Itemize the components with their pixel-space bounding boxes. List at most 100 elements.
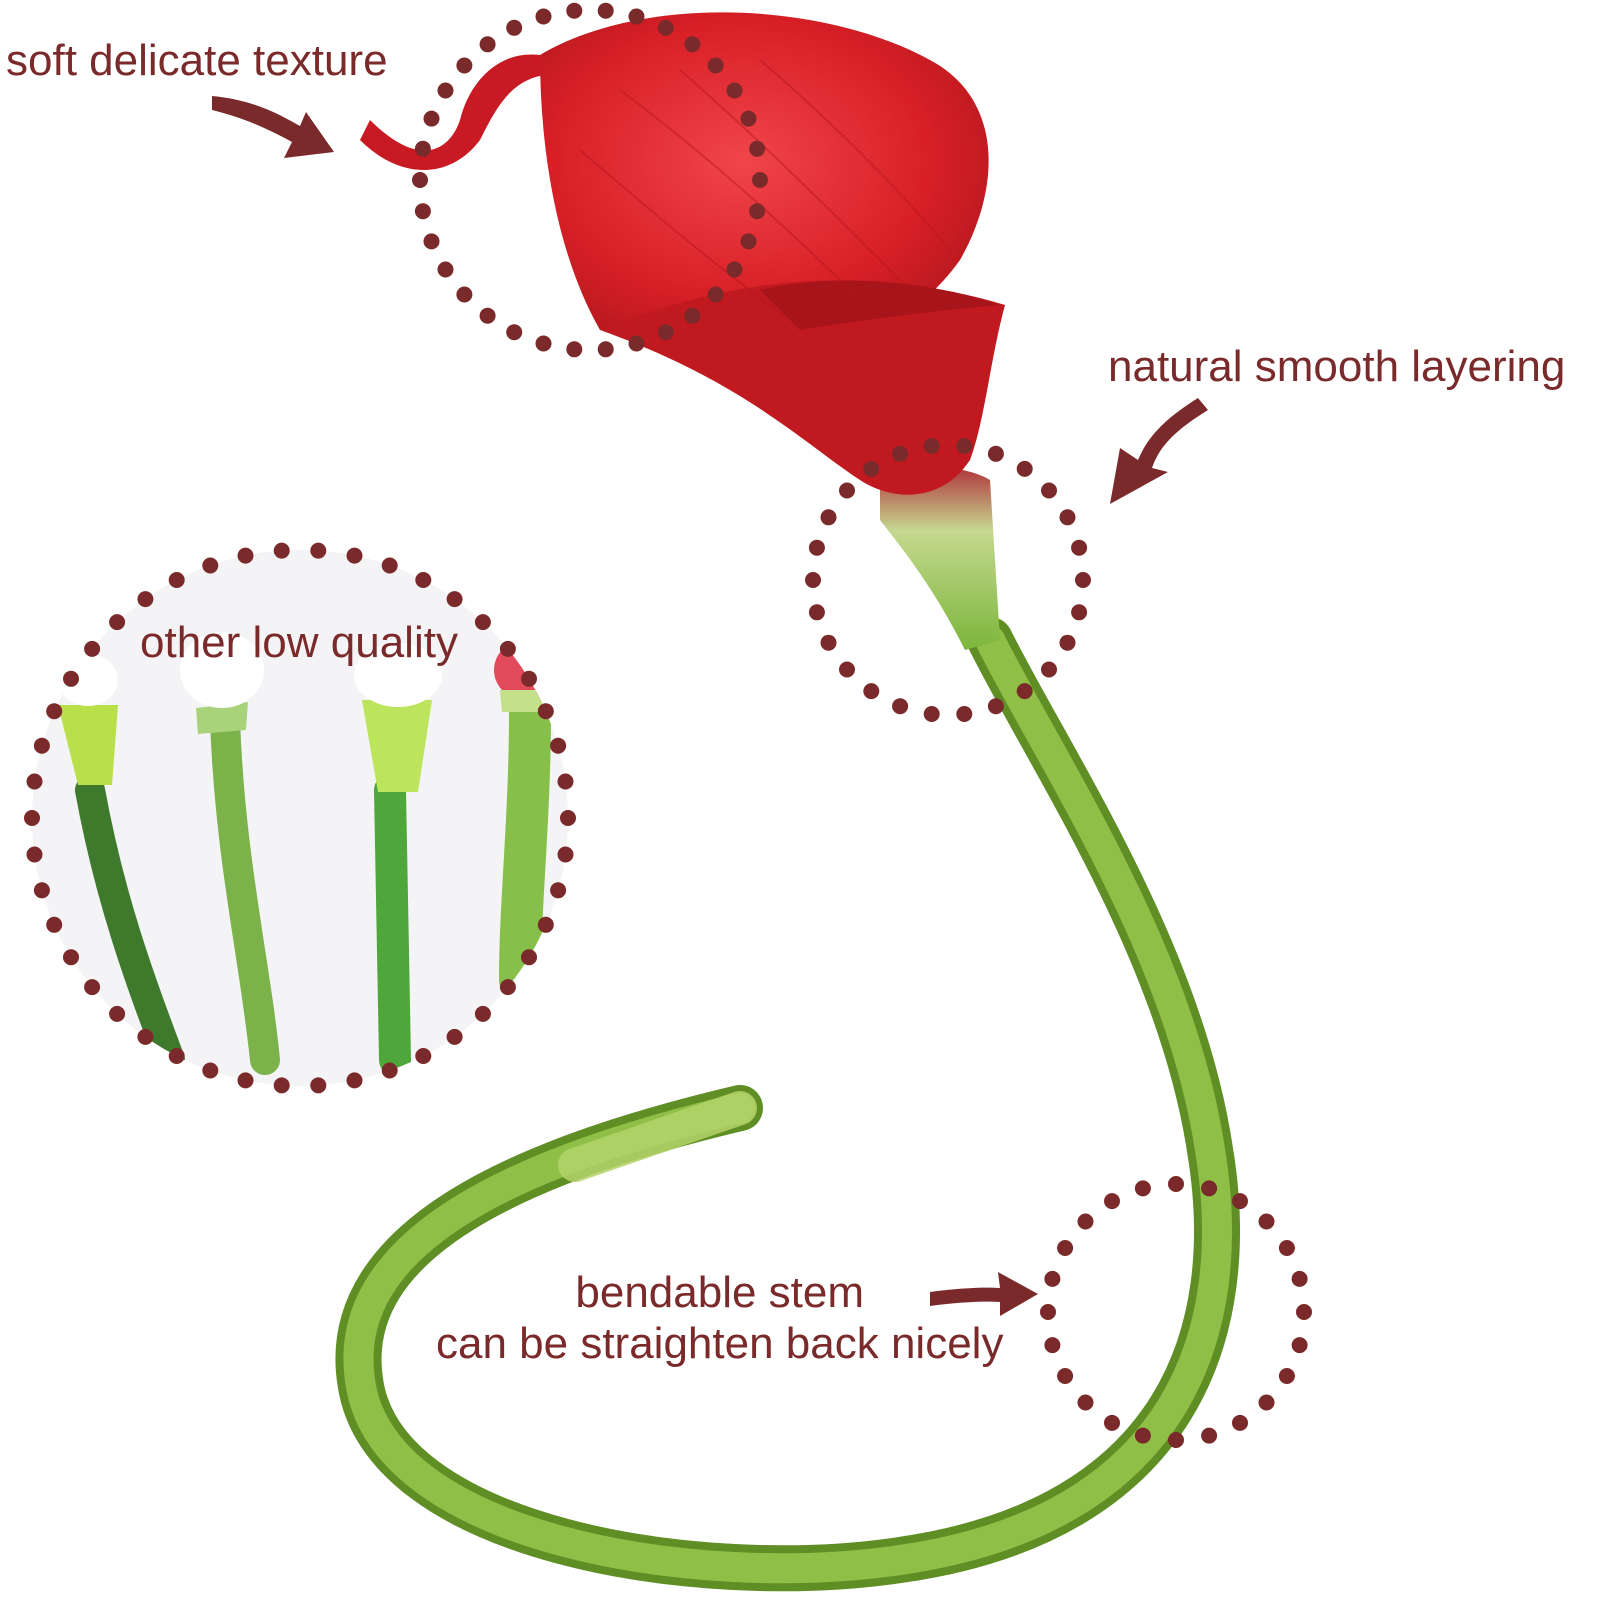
highlight-dot: [1044, 1270, 1061, 1287]
highlight-dot: [474, 614, 491, 631]
highlight-dot: [1168, 1176, 1184, 1192]
highlight-dot: [446, 591, 463, 608]
dotted-circle-highlight: [24, 2, 1312, 1448]
highlight-dot: [1016, 460, 1033, 477]
highlight-dot: [1291, 1270, 1308, 1287]
highlight-dot: [1201, 1180, 1218, 1197]
highlight-dot: [1071, 604, 1088, 621]
highlight-dot: [237, 1072, 254, 1089]
main-stem: [335, 617, 1240, 1592]
highlight-dot: [474, 1005, 491, 1022]
highlight-dot: [1104, 1193, 1120, 1210]
highlight-dot: [521, 670, 537, 687]
highlight-dot: [707, 286, 724, 303]
highlight-dot: [506, 324, 523, 341]
annotation-low-quality: other low quality: [140, 618, 458, 667]
annotation-bendable-line2: can be straighten back nicely: [436, 1318, 1004, 1368]
highlight-dot: [479, 307, 496, 324]
curved-arrow-icon: [212, 96, 334, 158]
highlight-dot: [456, 57, 473, 74]
highlight-dot: [415, 572, 432, 588]
highlight-dot: [535, 8, 552, 25]
annotation-natural-layering: natural smooth layering: [1108, 342, 1566, 391]
highlight-dot: [412, 172, 428, 188]
highlight-dot: [1044, 1337, 1061, 1354]
highlight-dot: [46, 916, 63, 933]
highlight-dot: [84, 979, 101, 996]
highlight-dot: [560, 810, 576, 826]
highlight-dot: [805, 572, 821, 588]
highlight-dot: [740, 110, 757, 127]
highlight-dot: [956, 438, 973, 454]
highlight-dot: [479, 36, 496, 53]
highlight-dot: [628, 8, 645, 25]
highlight-dot: [1258, 1213, 1275, 1230]
highlight-dot: [1104, 1414, 1120, 1431]
highlight-dot: [33, 882, 50, 899]
highlight-dot: [414, 203, 431, 220]
highlight-dot: [202, 1062, 219, 1079]
highlight-dot: [499, 640, 516, 657]
highlight-dot: [820, 509, 837, 526]
highlight-dot: [1278, 1368, 1295, 1384]
highlight-dot: [863, 683, 880, 700]
highlight-dot: [726, 82, 743, 99]
highlight-dot: [892, 698, 909, 715]
highlight-dot: [202, 557, 219, 574]
highlight-dot: [1075, 572, 1091, 588]
highlight-dot: [310, 1077, 327, 1094]
highlight-dot: [109, 614, 126, 631]
highlight-dot: [535, 335, 552, 352]
highlight-dot: [1059, 509, 1076, 526]
highlight-dot: [1232, 1193, 1248, 1210]
calla-lily-flower: [360, 12, 1005, 495]
highlight-dot: [1258, 1394, 1275, 1411]
highlight-dot: [1071, 539, 1088, 556]
highlight-dot: [1041, 661, 1057, 678]
highlight-dot: [381, 1062, 398, 1079]
highlight-dot: [987, 445, 1004, 462]
comparison-inset: [32, 550, 568, 1086]
highlight-dot: [437, 261, 454, 278]
highlight-dot: [740, 233, 757, 250]
highlight-dot: [566, 341, 583, 358]
highlight-dot: [415, 1048, 432, 1064]
highlight-dot: [414, 140, 431, 157]
highlight-dot: [273, 542, 290, 559]
highlight-dot: [1077, 1394, 1094, 1411]
highlight-dot: [550, 882, 567, 899]
curved-arrow-icon: [930, 1272, 1038, 1316]
highlight-dot: [237, 547, 254, 564]
highlight-dot: [557, 846, 574, 863]
annotation-soft-texture: soft delicate texture: [6, 36, 388, 85]
highlight-dot: [566, 2, 583, 19]
highlight-dot: [346, 1072, 363, 1089]
highlight-dot: [1059, 634, 1076, 651]
highlight-dot: [726, 261, 743, 278]
highlight-dot: [749, 140, 766, 157]
highlight-dot: [168, 572, 185, 588]
highlight-dot: [46, 703, 63, 720]
highlight-dot: [550, 737, 567, 754]
highlight-dot: [499, 979, 516, 996]
highlight-dot: [863, 460, 880, 477]
annotation-bendable-line1: bendable stem: [575, 1268, 865, 1317]
highlight-dot: [808, 604, 825, 621]
highlight-dot: [537, 703, 554, 720]
highlight-dot: [1057, 1368, 1074, 1384]
highlight-dot: [137, 591, 154, 608]
highlight-dot: [423, 110, 440, 127]
highlight-dot: [956, 706, 973, 722]
highlight-dot: [628, 335, 645, 352]
highlight-dot: [657, 324, 674, 341]
annotation-bendable-stem: bendable stem can be straighten back nic…: [436, 1268, 1003, 1369]
highlight-dot: [820, 634, 837, 651]
highlight-dot: [839, 661, 855, 678]
highlight-dot: [168, 1048, 185, 1064]
highlight-dot: [273, 1077, 290, 1094]
highlight-dot: [437, 82, 454, 99]
highlight-dot: [597, 341, 614, 358]
highlight-dot: [456, 286, 473, 303]
highlight-dot: [1057, 1240, 1074, 1256]
highlight-dot: [446, 1028, 463, 1045]
